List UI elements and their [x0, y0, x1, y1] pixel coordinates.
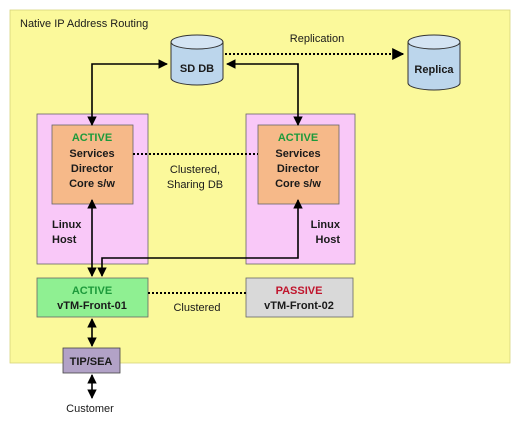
- core-right-line1: Services: [275, 148, 320, 160]
- replica-cylinder: [407, 34, 461, 91]
- core-cluster-label-2: Sharing DB: [167, 179, 223, 191]
- vtm-front-02-status: PASSIVE: [276, 285, 323, 297]
- vtm-front-02-box: [245, 277, 354, 318]
- host-left-line1: Linux: [52, 219, 82, 231]
- db-link-right: [226, 59, 303, 126]
- host-right-line1: Linux: [311, 219, 341, 231]
- replica-label: Replica: [414, 64, 454, 76]
- tip-sea-box: [62, 347, 121, 374]
- customer-label: Customer: [66, 403, 114, 415]
- core-box-right: [257, 124, 340, 205]
- core-right-vtm-link: [97, 199, 303, 277]
- zone-title: Native IP Address Routing: [20, 18, 148, 30]
- sd-db-label: SD DB: [180, 63, 214, 75]
- core-right-status: ACTIVE: [278, 132, 318, 144]
- vtm-front-02-name: vTM-Front-02: [264, 300, 334, 312]
- sd-db-cylinder: [170, 34, 224, 86]
- core-left-line3: Core s/w: [69, 178, 115, 190]
- vtm-front-01-status: ACTIVE: [72, 285, 112, 297]
- core-left-line2: Director: [71, 163, 114, 175]
- core-left-status: ACTIVE: [72, 132, 112, 144]
- db-link-left: [87, 59, 168, 126]
- tip-sea-label: TIP/SEA: [70, 356, 113, 368]
- host-right-line2: Host: [316, 234, 341, 246]
- replication-label: Replication: [290, 33, 344, 45]
- core-cluster-label-1: Clustered,: [170, 164, 220, 176]
- core-left-line1: Services: [69, 148, 114, 160]
- vtm-front-01-box: [36, 277, 149, 318]
- core-right-line3: Core s/w: [275, 178, 321, 190]
- host-left-line2: Host: [52, 234, 77, 246]
- core-right-line2: Director: [277, 163, 320, 175]
- vtm-front-01-name: vTM-Front-01: [57, 300, 127, 312]
- vtm-cluster-label: Clustered: [173, 302, 220, 314]
